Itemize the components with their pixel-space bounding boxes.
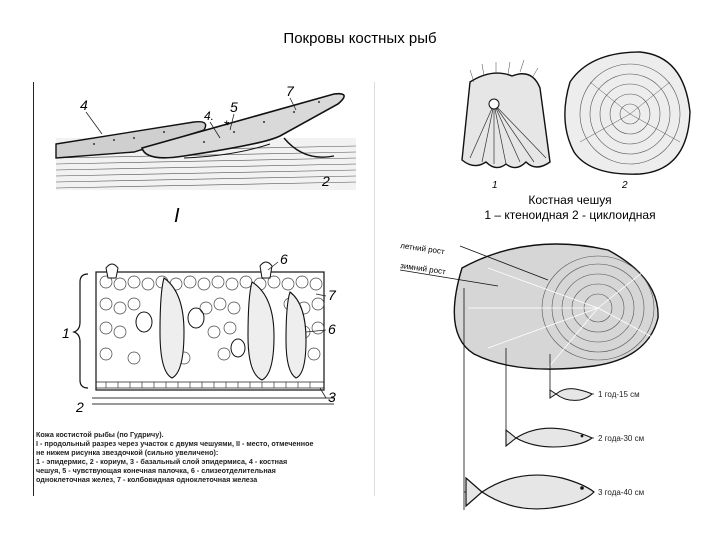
- skin-figure-caption: Кожа костистой рыбы (по Гудричу). I - пр…: [36, 430, 370, 484]
- cycloid-scale-drawing: 2: [564, 51, 691, 191]
- age-label-3: 3 года-40 см: [598, 488, 644, 497]
- fish-two: [505, 427, 594, 448]
- scale-caption: Костная чешуя 1 – ктеноидная 2 - циклоид…: [440, 193, 700, 223]
- page-title: Покровы костных рыб: [283, 30, 437, 47]
- caption-line: не нижем рисунка звездочкой (сильно увел…: [36, 448, 219, 457]
- label-bottom-3: 3: [328, 389, 336, 405]
- scale-caption-subtitle: 1 – ктеноидная 2 - циклоидная: [484, 208, 656, 222]
- label-bottom-1: 1: [62, 325, 70, 341]
- scale-label-2: 2: [621, 180, 628, 191]
- caption-line: Кожа костистой рыбы (по Гудричу).: [36, 430, 164, 439]
- age-label-2: 2 года-30 см: [598, 434, 644, 443]
- label-top-5: 5: [230, 99, 238, 115]
- star-marker: *: [224, 117, 230, 133]
- scale-types-figure: 1 2: [461, 51, 691, 191]
- caption-line: одноклеточная желез, 7 - колбовидная одн…: [36, 475, 258, 484]
- label-top-4: 4: [80, 97, 88, 113]
- growth-rings-figure: летний рост зимний рост 1 год-15 см 2 го…: [400, 241, 659, 510]
- scale-label-1: 1: [492, 180, 498, 191]
- section-roman-one: I: [174, 205, 180, 227]
- skin-section-figure: 4 4. 5 * 7 2 I: [33, 82, 375, 496]
- skin-section-drawing: 4 4. 5 * 7 2 I: [55, 83, 357, 415]
- label-bottom-7: 7: [328, 287, 337, 303]
- age-label-1: 1 год-15 см: [598, 390, 640, 399]
- label-top-7: 7: [286, 83, 295, 99]
- caption-line: 1 - эпидермис, 2 - кориум, 3 - базальный…: [36, 457, 288, 466]
- fish-three: [465, 474, 595, 510]
- label-summer-growth: летний рост: [400, 241, 446, 256]
- section-one-drawing: 4 4. 5 * 7 2 I: [55, 83, 357, 227]
- label-bottom-6b: 6: [328, 321, 336, 337]
- label-bottom-6a: 6: [280, 251, 288, 267]
- scale-caption-title: Костная чешуя: [528, 193, 612, 207]
- label-top-2: 2: [321, 173, 330, 189]
- label-bottom-2: 2: [75, 399, 84, 415]
- caption-line: I - продольный разрез через участок с дв…: [36, 439, 314, 448]
- ctenoid-scale-drawing: 1: [461, 59, 551, 191]
- large-scale-drawing: летний рост зимний рост: [400, 241, 659, 370]
- section-two-drawing: 6 7 6 1 2 3: [62, 251, 337, 415]
- label-top-4b: 4.: [204, 109, 214, 123]
- fish-one: [549, 388, 593, 401]
- caption-line: чешуя, 5 - чувствующая конечная палочка,…: [36, 466, 276, 475]
